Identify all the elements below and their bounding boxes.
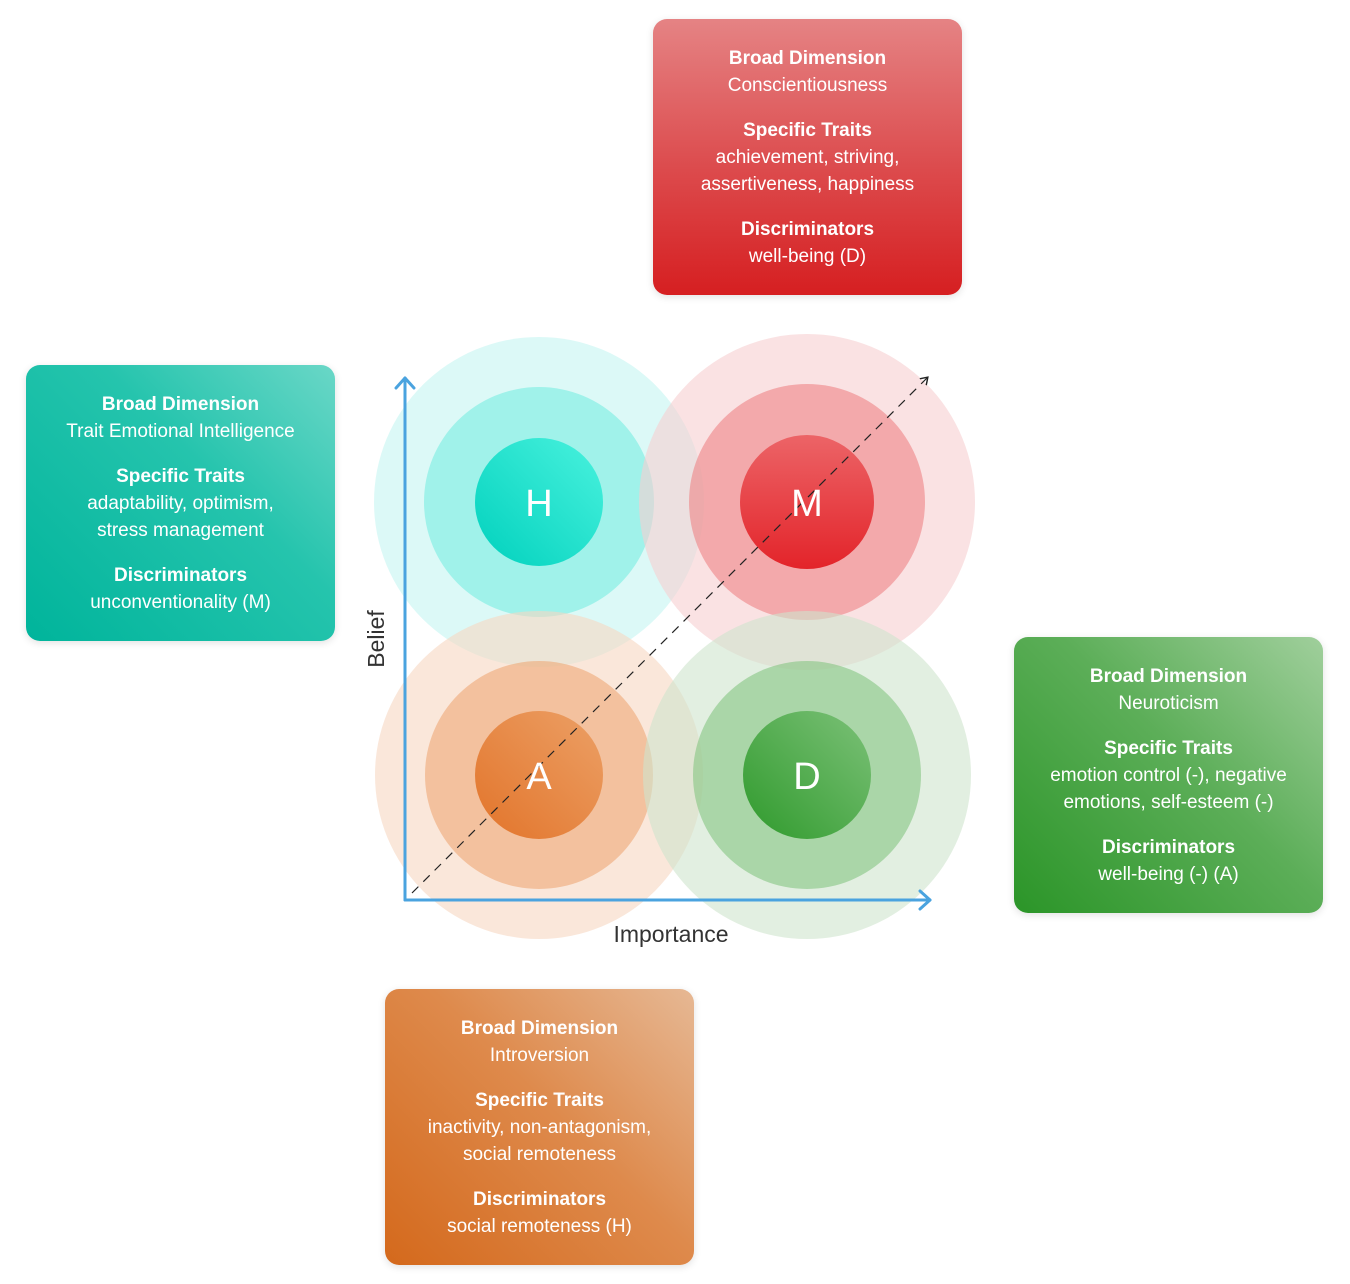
broad-dimension-heading: Broad Dimension	[1089, 666, 1248, 687]
broad-dimension-value: Neuroticism	[1118, 693, 1219, 714]
axes	[394, 376, 932, 911]
discriminators-heading: Discriminators	[113, 565, 248, 586]
y-axis-label: Belief	[363, 610, 389, 668]
x-axis-label: Importance	[613, 921, 728, 947]
specific-traits-line: social remoteness	[462, 1144, 617, 1165]
card-introversion: Broad Dimension Introversion Specific Tr…	[385, 989, 694, 1265]
specific-traits-line: stress management	[97, 520, 264, 541]
discriminators-heading: Discriminators	[1101, 837, 1236, 858]
card-trait-emotional-intelligence: Broad Dimension Trait Emotional Intellig…	[26, 365, 335, 641]
broad-dimension-heading: Broad Dimension	[101, 394, 260, 415]
core-M	[740, 435, 874, 569]
broad-dimension-heading: Broad Dimension	[728, 48, 887, 69]
specific-traits-heading: Specific Traits	[475, 1090, 604, 1111]
discriminators-value: social remoteness (H)	[447, 1216, 632, 1237]
label-H: H	[525, 483, 552, 525]
label-A: A	[526, 756, 552, 798]
label-M: M	[791, 483, 823, 525]
specific-traits-line: achievement, striving,	[715, 147, 900, 168]
broad-dimension-heading: Broad Dimension	[460, 1018, 619, 1039]
discriminators-value: well-being (-) (A)	[1098, 864, 1239, 885]
specific-traits-heading: Specific Traits	[116, 466, 245, 487]
x-axis-arrowhead	[918, 889, 932, 911]
discriminators-value: well-being (D)	[748, 246, 867, 267]
core-D	[743, 711, 871, 839]
label-D: D	[793, 756, 820, 798]
card-conscientiousness: Broad Dimension Conscientiousness Specif…	[653, 19, 962, 295]
specific-traits-heading: Specific Traits	[1104, 738, 1233, 759]
specific-traits-line: emotions, self-esteem (-)	[1063, 792, 1274, 813]
broad-dimension-value: Conscientiousness	[727, 75, 888, 96]
specific-traits-line: adaptability, optimism,	[87, 493, 274, 514]
broad-dimension-value: Introversion	[489, 1045, 590, 1066]
y-axis-arrowhead	[394, 376, 416, 390]
specific-traits-line: assertiveness, happiness	[700, 174, 915, 195]
discriminators-heading: Discriminators	[740, 219, 875, 240]
specific-traits-heading: Specific Traits	[743, 120, 872, 141]
discriminators-heading: Discriminators	[472, 1189, 607, 1210]
core-H	[475, 438, 603, 566]
specific-traits-line: inactivity, non-antagonism,	[427, 1117, 652, 1138]
card-neuroticism: Broad Dimension Neuroticism Specific Tra…	[1014, 637, 1323, 913]
specific-traits-line: emotion control (-), negative	[1050, 765, 1287, 786]
discriminators-value: unconventionality (M)	[90, 592, 271, 613]
core-A	[475, 711, 603, 839]
broad-dimension-value: Trait Emotional Intelligence	[66, 421, 295, 442]
